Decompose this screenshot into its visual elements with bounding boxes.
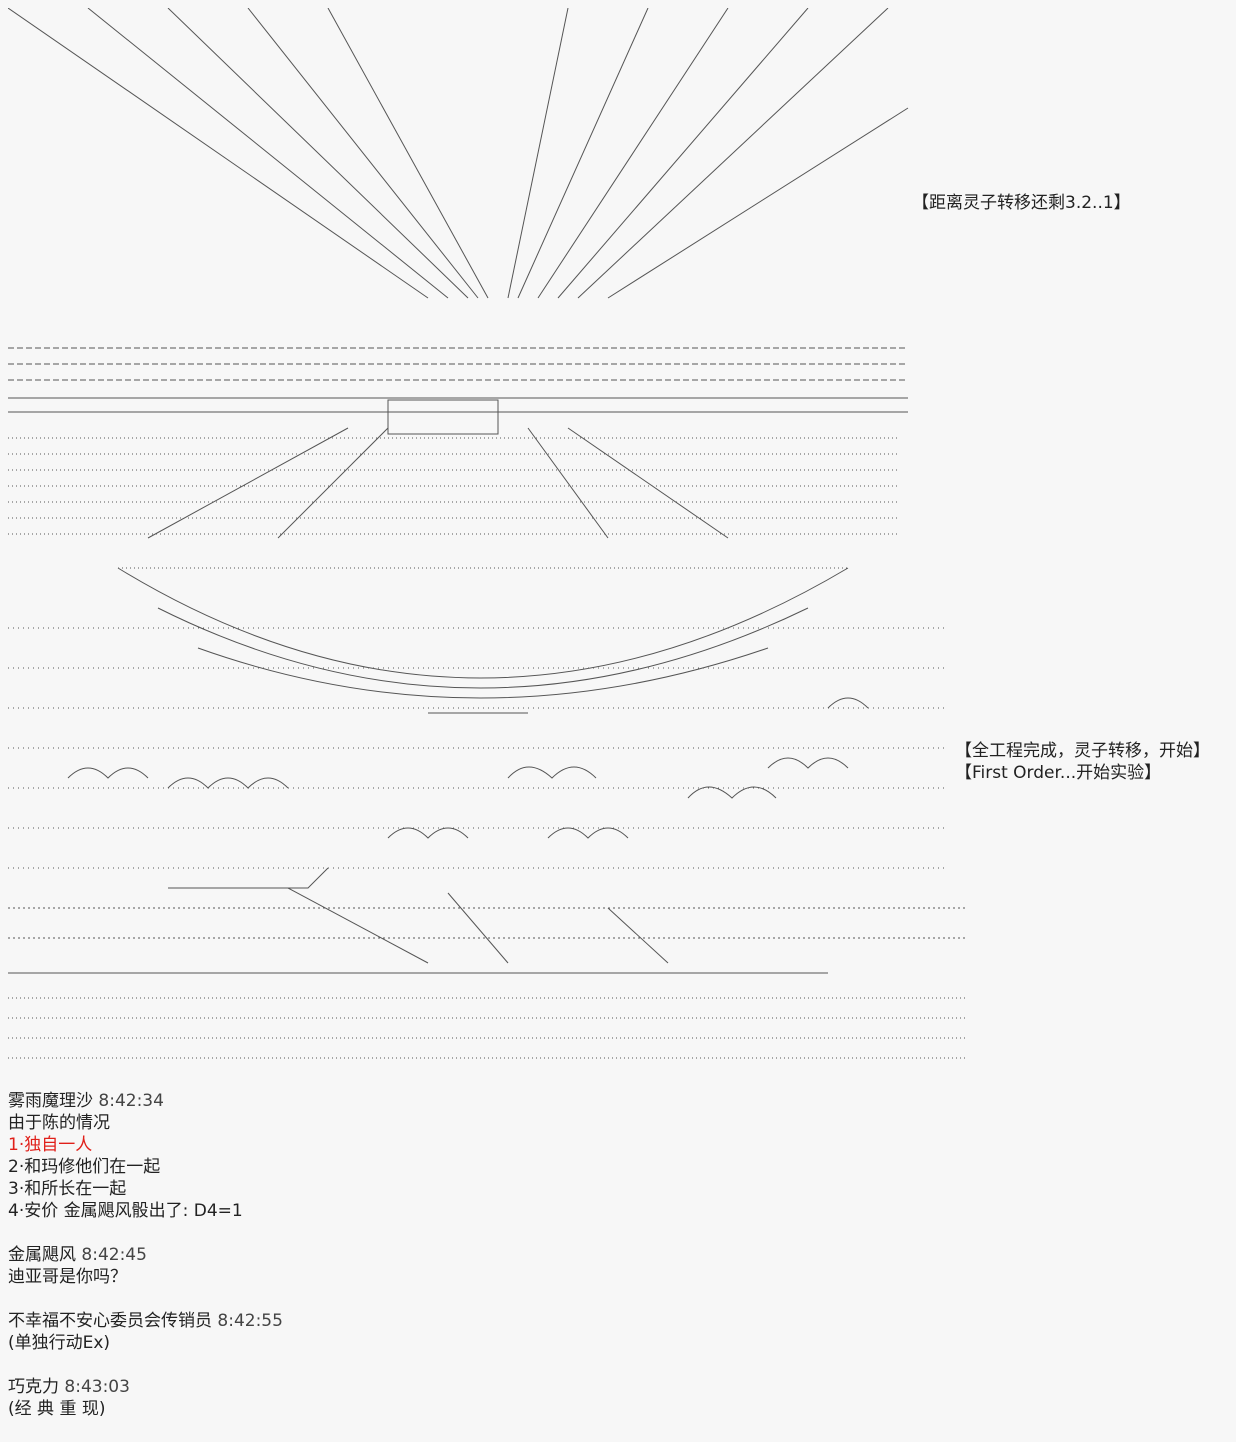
first-order-caption: 【First Order...开始实验】 <box>955 763 1162 783</box>
message-line: 3·和所长在一起 <box>8 1179 127 1199</box>
ascii-art-drawing <box>8 8 968 1059</box>
message-header: 金属飓风 8:42:45 <box>8 1244 1208 1266</box>
message-author: 雾雨魔理沙 <box>8 1091 93 1111</box>
message-time: 8:42:55 <box>217 1311 283 1331</box>
transfer-start-caption: 【全工程完成，灵子转移，开始】 <box>955 741 1210 761</box>
chat-message: 巧克力 8:43:03 (经 典 重 现) <box>8 1376 1208 1420</box>
message-time: 8:42:34 <box>98 1091 164 1111</box>
message-line: 2·和玛修他们在一起 <box>8 1157 161 1177</box>
message-header: 雾雨魔理沙 8:42:34 <box>8 1090 1208 1112</box>
message-line: (单独行动Ex) <box>8 1333 111 1353</box>
message-time: 8:43:03 <box>64 1377 130 1397</box>
message-line-highlighted: 1·独自一人 <box>8 1135 93 1155</box>
message-line: 4·安价 金属飓风骰出了: D4=1 <box>8 1201 243 1221</box>
message-line: 由于陈的情况 <box>8 1113 110 1133</box>
message-time: 8:42:45 <box>81 1245 147 1265</box>
message-line: (经 典 重 现) <box>8 1399 106 1419</box>
message-author: 巧克力 <box>8 1377 59 1397</box>
chat-log: 雾雨魔理沙 8:42:34 由于陈的情况 1·独自一人 2·和玛修他们在一起 3… <box>8 1090 1208 1442</box>
message-header: 不幸福不安心委员会传销员 8:42:55 <box>8 1310 1208 1332</box>
ascii-art-illustration <box>8 8 988 1083</box>
countdown-caption: 【距离灵子转移还剩3.2..1】 <box>912 193 1131 213</box>
message-line: 迪亚哥是你吗？ <box>8 1267 127 1287</box>
chat-message: 金属飓风 8:42:45 迪亚哥是你吗？ <box>8 1244 1208 1288</box>
chat-message: 雾雨魔理沙 8:42:34 由于陈的情况 1·独自一人 2·和玛修他们在一起 3… <box>8 1090 1208 1222</box>
chat-message: 不幸福不安心委员会传销员 8:42:55 (单独行动Ex) <box>8 1310 1208 1354</box>
message-author: 不幸福不安心委员会传销员 <box>8 1311 212 1331</box>
message-author: 金属飓风 <box>8 1245 76 1265</box>
message-header: 巧克力 8:43:03 <box>8 1376 1208 1398</box>
